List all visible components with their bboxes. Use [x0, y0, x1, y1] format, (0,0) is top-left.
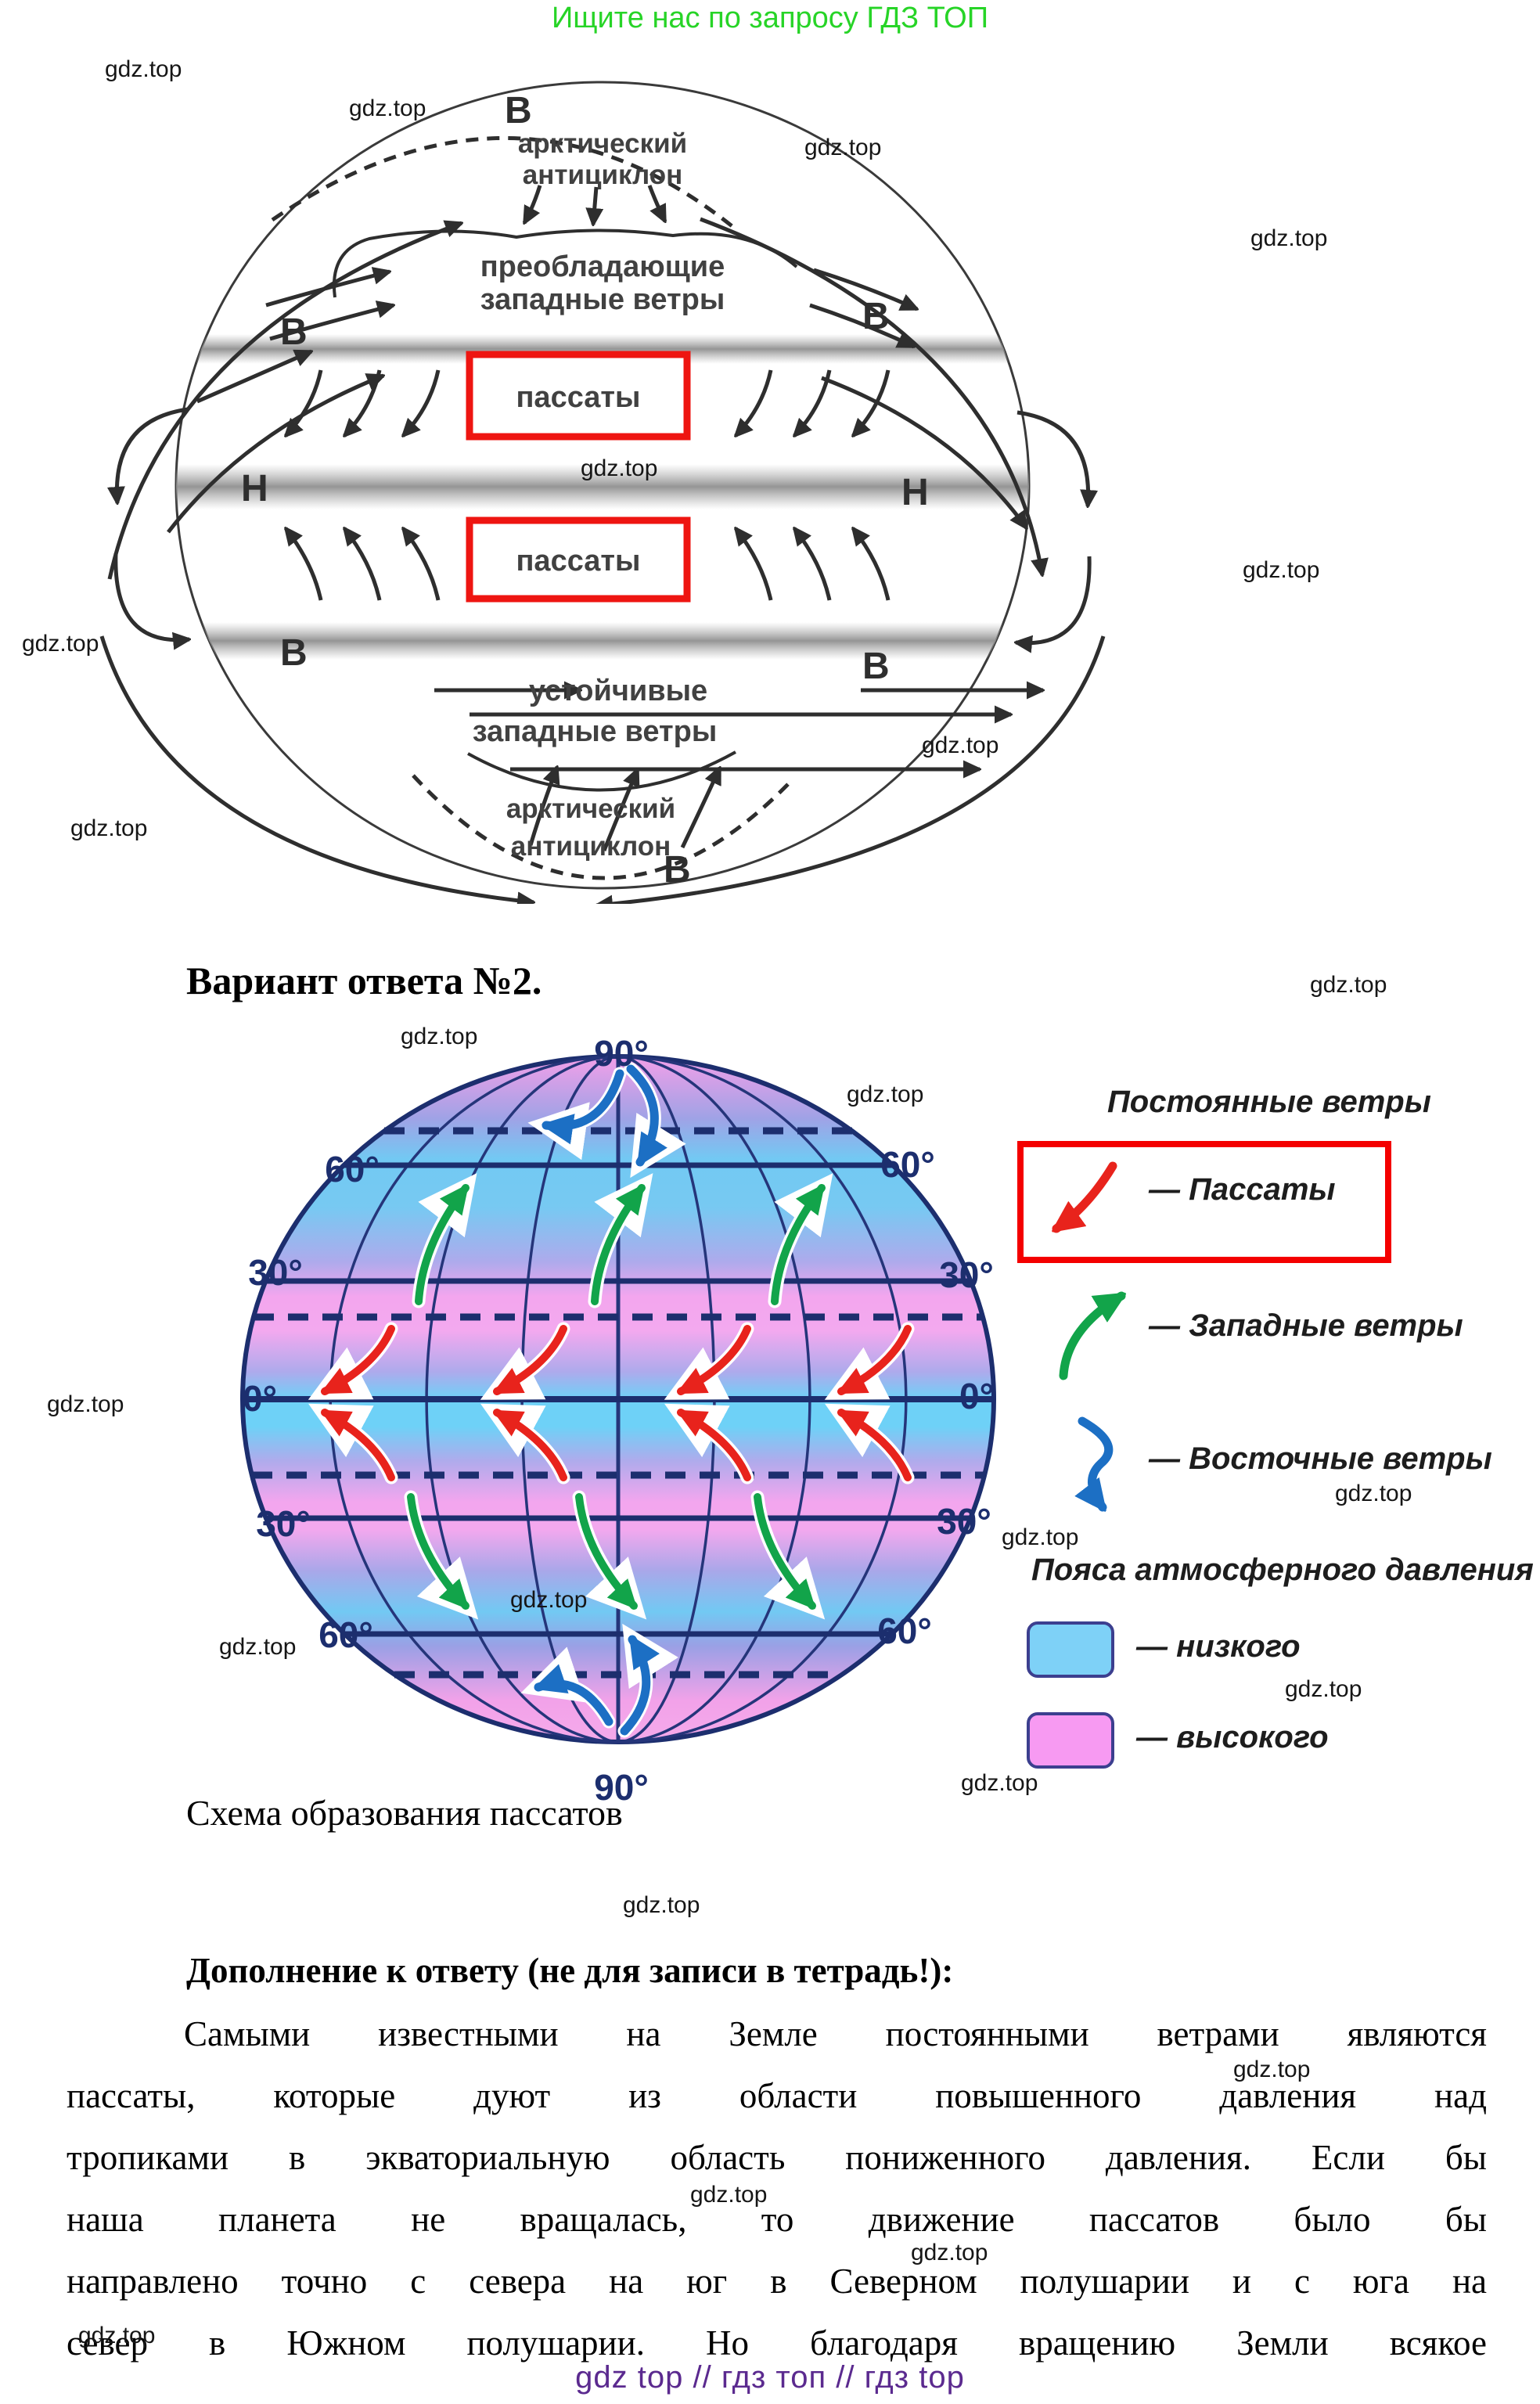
high-pressure-letter: В	[505, 90, 532, 131]
watermark: gdz.top	[1243, 557, 1320, 583]
lat-30-north-right: 30°	[939, 1254, 994, 1295]
paragraph-line: наша планета не вращалась, то движение п…	[67, 2200, 1487, 2239]
watermark: gdz.top	[847, 1081, 924, 1107]
lat-30-south-left: 30°	[256, 1503, 311, 1544]
legend-low-pressure-label: — низкого	[1136, 1629, 1301, 1664]
westerly-arrows	[407, 1188, 826, 1606]
lat-60-north-left: 60°	[325, 1149, 380, 1189]
watermark: gdz.top	[22, 631, 99, 657]
watermark: gdz.top	[70, 815, 148, 841]
circulation-arrows	[99, 185, 1106, 904]
watermark: gdz.top	[911, 2240, 988, 2265]
watermark: gdz.top	[1002, 1524, 1079, 1550]
svg-text:западные ветры: западные ветры	[480, 283, 725, 316]
watermark: gdz.top	[1250, 225, 1328, 251]
paragraph-line: Самыми известными на Земле постоянными в…	[184, 2014, 1487, 2053]
watermark: gdz.top	[690, 2182, 768, 2208]
lat-0-left: 0°	[243, 1378, 277, 1419]
trade-wind-arrows	[325, 1325, 912, 1481]
trade-winds-box-north	[466, 351, 691, 441]
low-pressure-swatch	[1027, 1621, 1114, 1678]
trade-wind-legend-icon	[1041, 1161, 1117, 1233]
pressure-bands	[176, 334, 1029, 660]
antarctic-cap-dashed	[412, 774, 793, 880]
globe-caption: Схема образования пассатов	[186, 1793, 623, 1833]
watermark: gdz.top	[1233, 2057, 1311, 2082]
watermark: gdz.top	[922, 732, 999, 758]
watermark: gdz.top	[105, 56, 182, 82]
prevailing-westerlies-label: преобладающие	[480, 250, 725, 283]
high-pressure-swatch	[1027, 1712, 1114, 1769]
lat-0-right: 0°	[959, 1376, 994, 1416]
watermark: gdz.top	[219, 1634, 297, 1660]
watermark: gdz.top	[510, 1587, 588, 1613]
watermark: gdz.top	[961, 1770, 1038, 1796]
watermark: gdz.top	[349, 95, 426, 121]
lat-60-south-right: 60°	[877, 1610, 932, 1651]
svg-text:В: В	[862, 296, 890, 337]
wind-belts-diagram: пассаты пассаты арктический антициклон п…	[99, 81, 1106, 904]
polar-easterly-arrows	[538, 1064, 654, 1736]
low-pressure-letter: Н	[241, 468, 268, 509]
lat-30-north-left: 30°	[248, 1252, 303, 1293]
paragraph-line: север в Южном полушарии. Но благодаря вр…	[67, 2323, 1487, 2363]
paragraph-line: тропиками в экваториальную область пониж…	[67, 2138, 1487, 2177]
legend-trade-winds-box	[1017, 1141, 1391, 1263]
steady-westerlies-label: устойчивые	[529, 675, 707, 707]
svg-text:В: В	[280, 632, 308, 674]
footer-search-terms: gdz top // гдз топ // гдз top	[575, 2360, 965, 2395]
lat-90-north: 90°	[594, 1033, 649, 1074]
lat-30-south-right: 30°	[937, 1501, 991, 1542]
watermark: gdz.top	[581, 455, 658, 481]
supplement-heading: Дополнение к ответу (не для записи в тет…	[186, 1951, 954, 1990]
watermark: gdz.top	[47, 1391, 124, 1417]
lat-60-south-left: 60°	[318, 1614, 373, 1655]
trade-winds-label-south: пассаты	[516, 545, 640, 578]
svg-text:западные ветры: западные ветры	[473, 715, 718, 748]
easterly-legend-icon	[1060, 1416, 1114, 1517]
arctic-anticyclone-label: арктический	[518, 128, 687, 159]
paragraph-line: направлено точно с севера на юг в Северн…	[67, 2262, 1487, 2301]
trade-winds-box-south	[466, 516, 691, 603]
svg-text:В: В	[862, 646, 890, 687]
watermark: gdz.top	[623, 1892, 700, 1918]
legend-pressure-title: Пояса атмосферного давления	[1031, 1553, 1534, 1587]
arctic-anticyclone-bottom-label: арктический	[506, 794, 675, 824]
legend-westerlies-label: — Западные ветры	[1149, 1308, 1463, 1343]
legend-easterlies-label: — Восточные ветры	[1149, 1441, 1492, 1476]
trade-winds-globe: 90° 60° 60° 30° 30° 0° 0° 30° 30° 60° 60…	[240, 1033, 996, 1808]
lat-60-north-right: 60°	[880, 1144, 935, 1185]
watermark: gdz.top	[1285, 1676, 1362, 1702]
paragraph-line: пассаты, которые дуют из области повышен…	[67, 2076, 1487, 2115]
watermark: gdz.top	[804, 135, 882, 160]
svg-text:антициклон: антициклон	[523, 160, 683, 190]
svg-text:В: В	[664, 849, 691, 891]
svg-text:антициклон: антициклон	[511, 831, 671, 862]
legend-high-pressure-label: — высокого	[1136, 1720, 1329, 1754]
watermark: gdz.top	[401, 1024, 478, 1049]
svg-text:Н: Н	[901, 472, 929, 513]
answer2-heading: Вариант ответа №2.	[186, 959, 542, 1002]
supplement-paragraph: Самыми известными на Земле постоянными в…	[67, 2003, 1487, 2374]
arctic-cap-dashed	[271, 135, 736, 229]
watermark: gdz.top	[1335, 1481, 1412, 1506]
lat-90-south: 90°	[594, 1767, 649, 1808]
westerly-legend-icon	[1059, 1291, 1139, 1380]
promo-line: Ищите нас по запросу ГДЗ ТОП	[551, 2, 989, 34]
trade-winds-label-north: пассаты	[516, 381, 640, 414]
legend-winds-title: Постоянные ветры	[1107, 1085, 1431, 1119]
legend-trade-winds-label: — Пассаты	[1149, 1172, 1336, 1207]
watermark: gdz.top	[78, 2323, 156, 2348]
svg-text:В: В	[280, 311, 308, 353]
watermark: gdz.top	[1310, 972, 1387, 998]
